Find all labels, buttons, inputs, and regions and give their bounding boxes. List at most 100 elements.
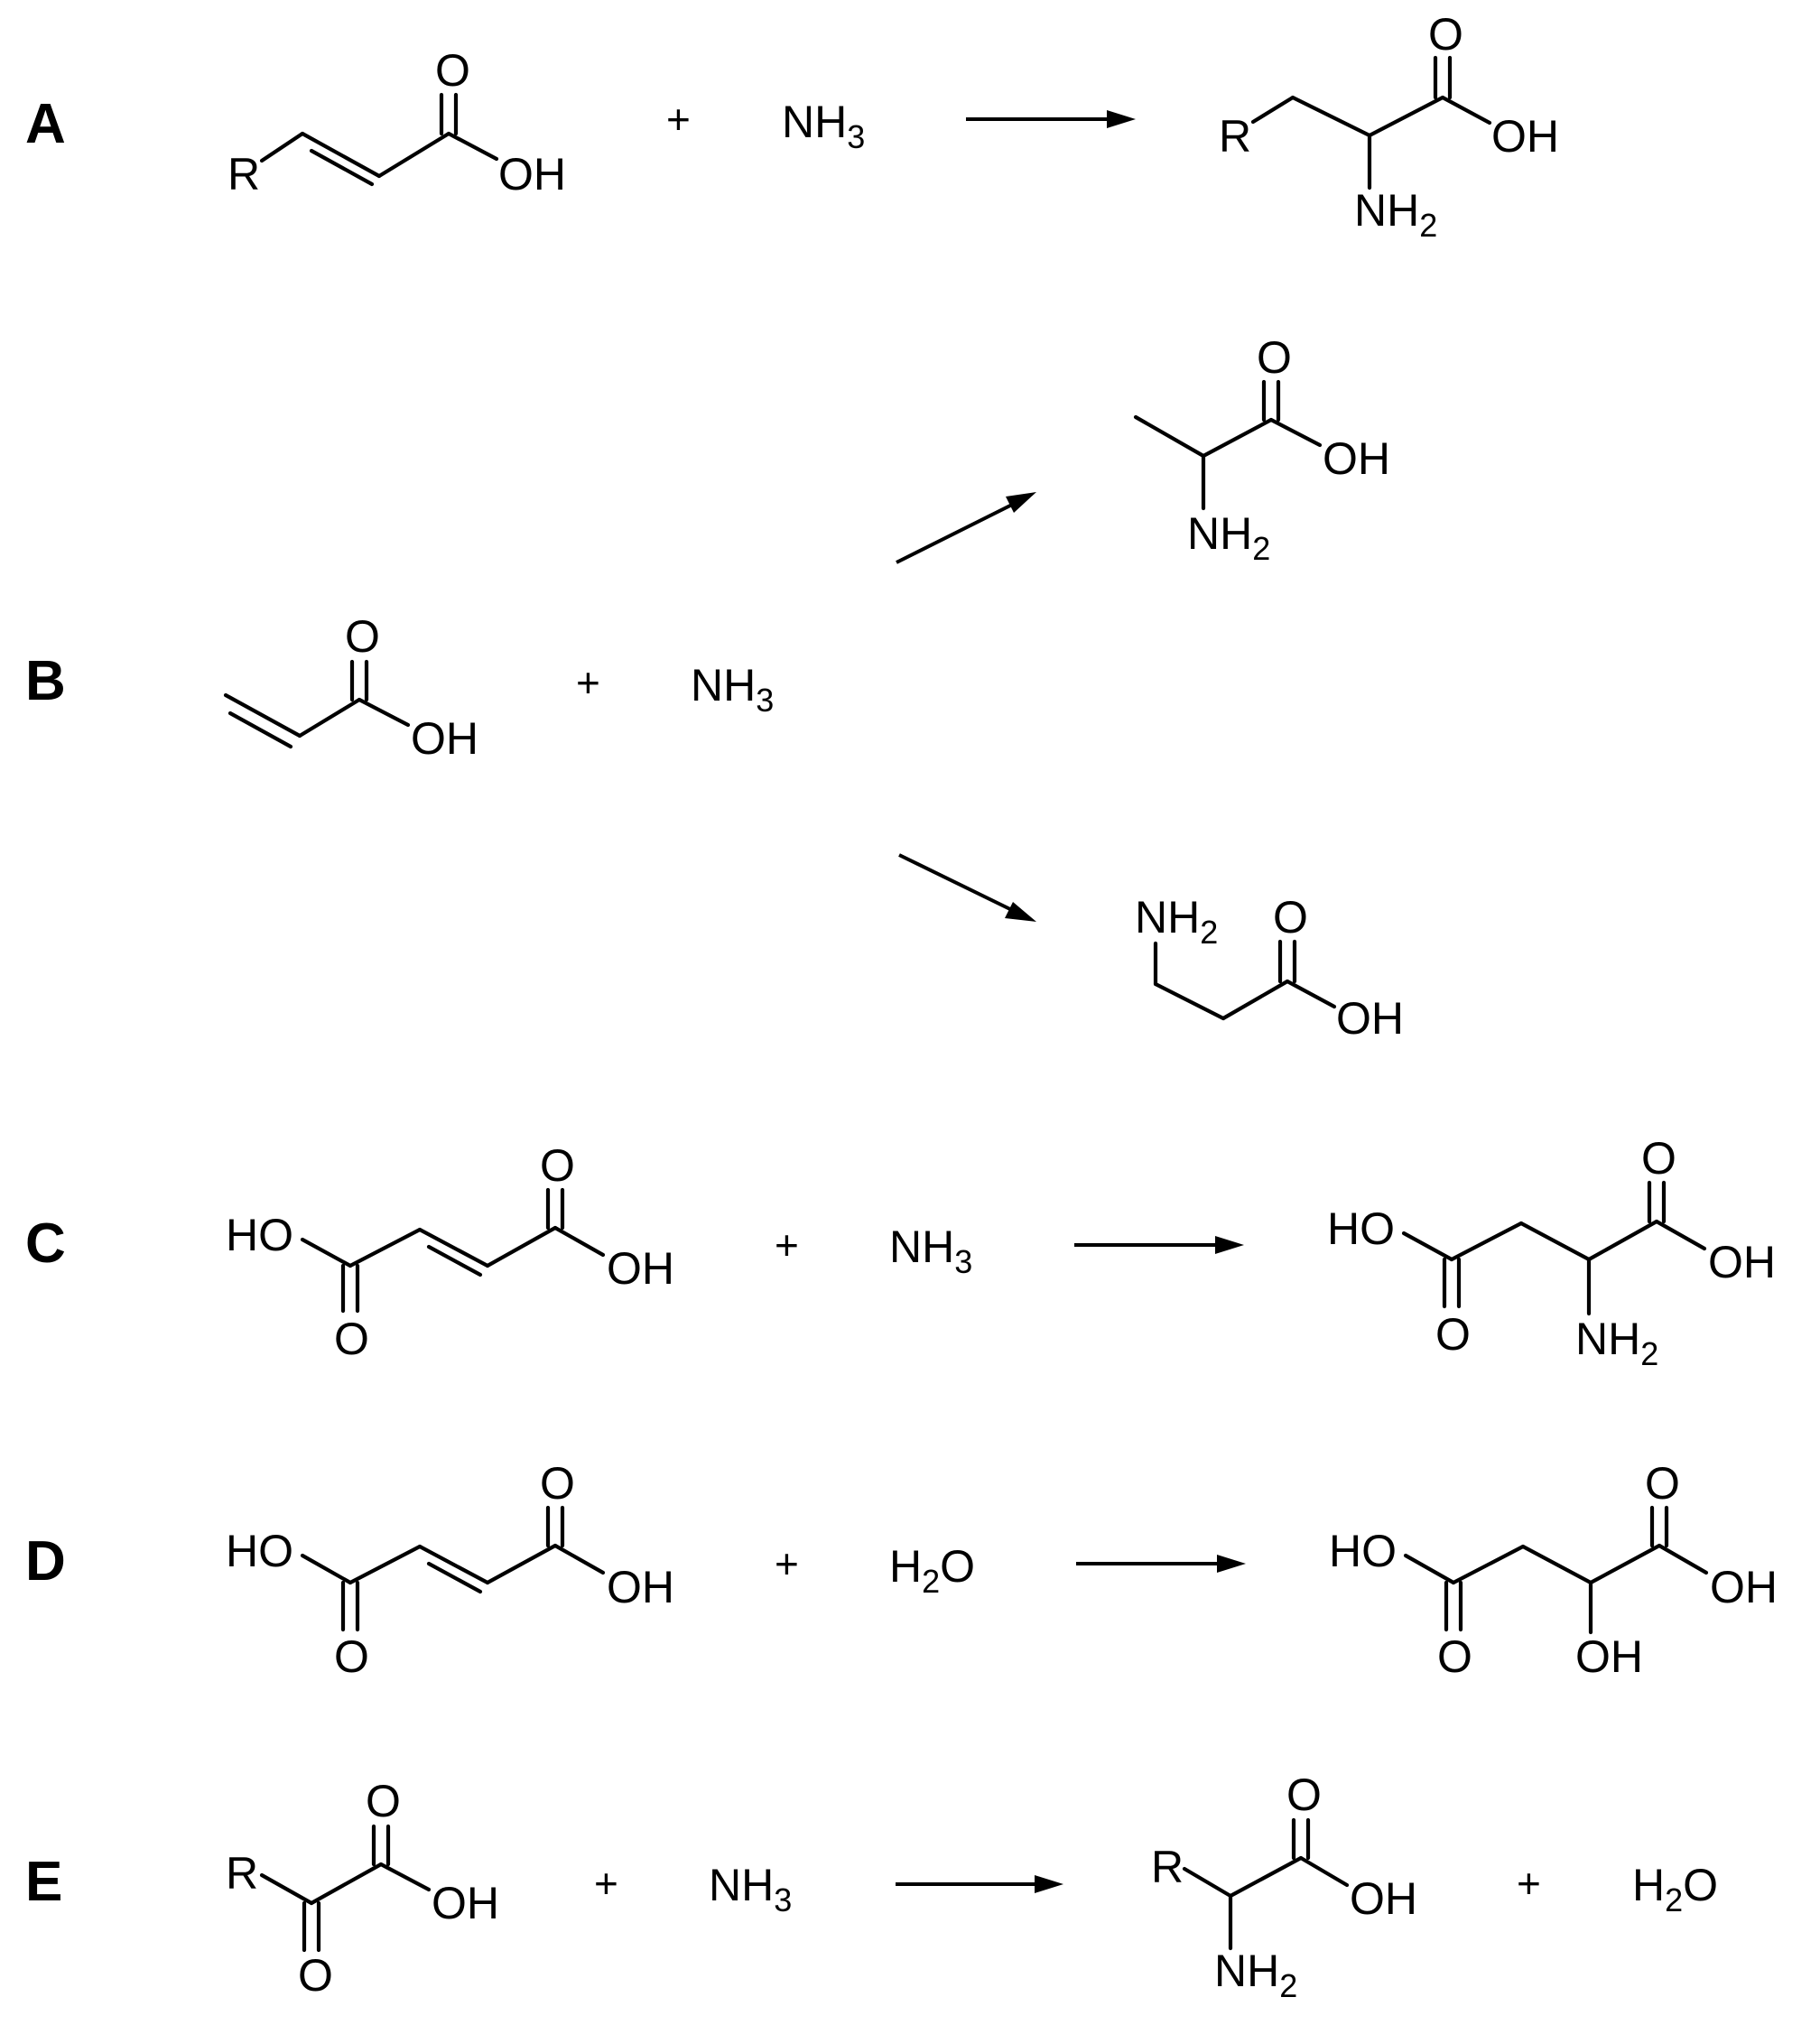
bond <box>1250 95 1295 125</box>
bond <box>485 1543 558 1585</box>
reaction-b: B O OH + NH3 O OH NH2 <box>25 332 1404 1044</box>
bond <box>1182 1866 1233 1899</box>
bond <box>1586 1219 1659 1262</box>
atom-hydroxyl-left: HO <box>1329 1526 1397 1576</box>
atom-carbonyl-o: O <box>1273 892 1308 943</box>
bond <box>300 131 382 179</box>
reactant-c-fumaric-acid: HO O OH O <box>226 1140 674 1364</box>
arrowhead <box>1107 110 1136 128</box>
bond-double-inner <box>426 1561 483 1594</box>
atom-carbonyl-o-top: O <box>1645 1458 1680 1509</box>
atom-amine: NH2 <box>1575 1314 1658 1372</box>
arrowhead <box>1215 1236 1244 1254</box>
bond <box>300 1553 353 1585</box>
plus-sign: + <box>576 659 600 706</box>
bond <box>376 131 451 179</box>
reaction-label-d: D <box>25 1530 66 1593</box>
plus-sign: + <box>775 1222 799 1268</box>
reactant-e-keto-acid: R O OH O <box>226 1776 499 2001</box>
atom-hydroxyl-right: OH <box>1708 1237 1776 1287</box>
bond <box>1298 1855 1350 1888</box>
atom-amine: NH2 <box>1187 508 1270 567</box>
atom-carbonyl-o-top: O <box>540 1140 575 1191</box>
atom-r: R <box>1219 111 1251 162</box>
atom-carbonyl-o: O <box>1257 332 1292 383</box>
bond <box>1451 1544 1526 1585</box>
atom-hydroxyl: OH <box>1323 433 1390 484</box>
bond <box>259 131 305 163</box>
bond <box>1201 417 1274 459</box>
bond <box>1654 1219 1707 1251</box>
reaction-label-a: A <box>25 93 66 155</box>
atom-hydroxyl: OH <box>1350 1873 1417 1924</box>
reagent-ammonia: NH3 <box>691 660 774 719</box>
product-d-malic-acid: HO O OH O OH <box>1329 1458 1778 1682</box>
bond <box>1401 1231 1454 1262</box>
bond <box>1367 95 1445 138</box>
bond <box>223 692 302 738</box>
reagent-ammonia: NH3 <box>782 97 865 155</box>
atom-hydroxyl: OH <box>411 713 478 764</box>
atom-hydroxyl: OH <box>432 1878 499 1928</box>
atom-amine: NH2 <box>1214 1946 1297 2004</box>
atom-carbonyl-o: O <box>435 45 470 96</box>
bond <box>552 1225 606 1258</box>
arrowhead <box>1006 492 1036 513</box>
plus-sign: + <box>666 96 691 143</box>
product-b-beta-alanine: NH2 O OH <box>1135 892 1404 1044</box>
atom-r: R <box>1151 1842 1184 1892</box>
bond-double-inner <box>228 711 293 749</box>
bond <box>300 1237 353 1268</box>
bond <box>1133 414 1206 459</box>
bond <box>1285 979 1337 1009</box>
bond <box>348 1544 422 1585</box>
product-a-amino-acid: R O OH NH2 <box>1219 9 1559 244</box>
bond <box>1403 1553 1456 1585</box>
atom-carbonyl-o: O <box>1428 9 1463 60</box>
bond <box>309 1862 384 1906</box>
product-b-alanine: O OH NH2 <box>1133 332 1390 567</box>
bond <box>446 131 499 162</box>
atom-carbonyl-o: O <box>1286 1770 1322 1820</box>
bond <box>1268 417 1323 448</box>
bond <box>1440 95 1492 125</box>
bond <box>1520 1544 1593 1585</box>
bond <box>552 1543 606 1575</box>
arrowhead <box>1035 1875 1063 1893</box>
bond <box>417 1544 490 1585</box>
atom-carbonyl-o-bottom: O <box>334 1631 369 1682</box>
atom-carbonyl-o-top: O <box>1641 1133 1676 1184</box>
arrowhead <box>1005 902 1036 922</box>
reactant-b-acrylic-acid: O OH <box>223 611 478 764</box>
atom-carbonyl-o-bottom: O <box>334 1314 369 1364</box>
reaction-arrow-down <box>898 853 1017 914</box>
plus-sign: + <box>594 1860 618 1907</box>
atom-amine: NH2 <box>1135 892 1218 951</box>
bond <box>378 1862 432 1892</box>
bond <box>417 1227 490 1268</box>
reagent-ammonia: NH3 <box>709 1860 792 1918</box>
atom-hydroxyl-alpha: OH <box>1575 1631 1643 1682</box>
bond <box>1228 1855 1304 1899</box>
bond <box>1290 95 1372 138</box>
reaction-label-e: E <box>25 1851 62 1913</box>
atom-hydroxyl-left: HO <box>226 1210 293 1260</box>
reaction-label-c: C <box>25 1212 66 1275</box>
atom-amine: NH2 <box>1354 185 1437 244</box>
bond <box>1153 981 1226 1021</box>
reactant-d-fumaric-acid: HO O OH O <box>226 1458 674 1682</box>
atom-hydroxyl: OH <box>1491 111 1559 162</box>
bond <box>1657 1543 1709 1575</box>
bond-double-inner <box>309 148 375 187</box>
product-e-amino-acid: R O OH NH2 <box>1151 1770 1417 2004</box>
reaction-c: C HO O OH O + NH3 HO O OH O NH2 <box>25 1133 1776 1372</box>
atom-hydroxyl-left: HO <box>226 1526 293 1576</box>
reaction-a: A R O OH + NH3 R O OH NH2 <box>25 9 1559 244</box>
reactant-a-acrylic-derivative: R O OH <box>228 45 566 200</box>
atom-carbonyl-o: O <box>345 611 380 662</box>
bond <box>485 1225 558 1268</box>
byproduct-water: H2O <box>1632 1860 1718 1918</box>
atom-r: R <box>228 149 260 200</box>
atom-hydroxyl-right: OH <box>607 1562 674 1612</box>
atom-carbonyl-o-bottom: O <box>1435 1309 1471 1360</box>
